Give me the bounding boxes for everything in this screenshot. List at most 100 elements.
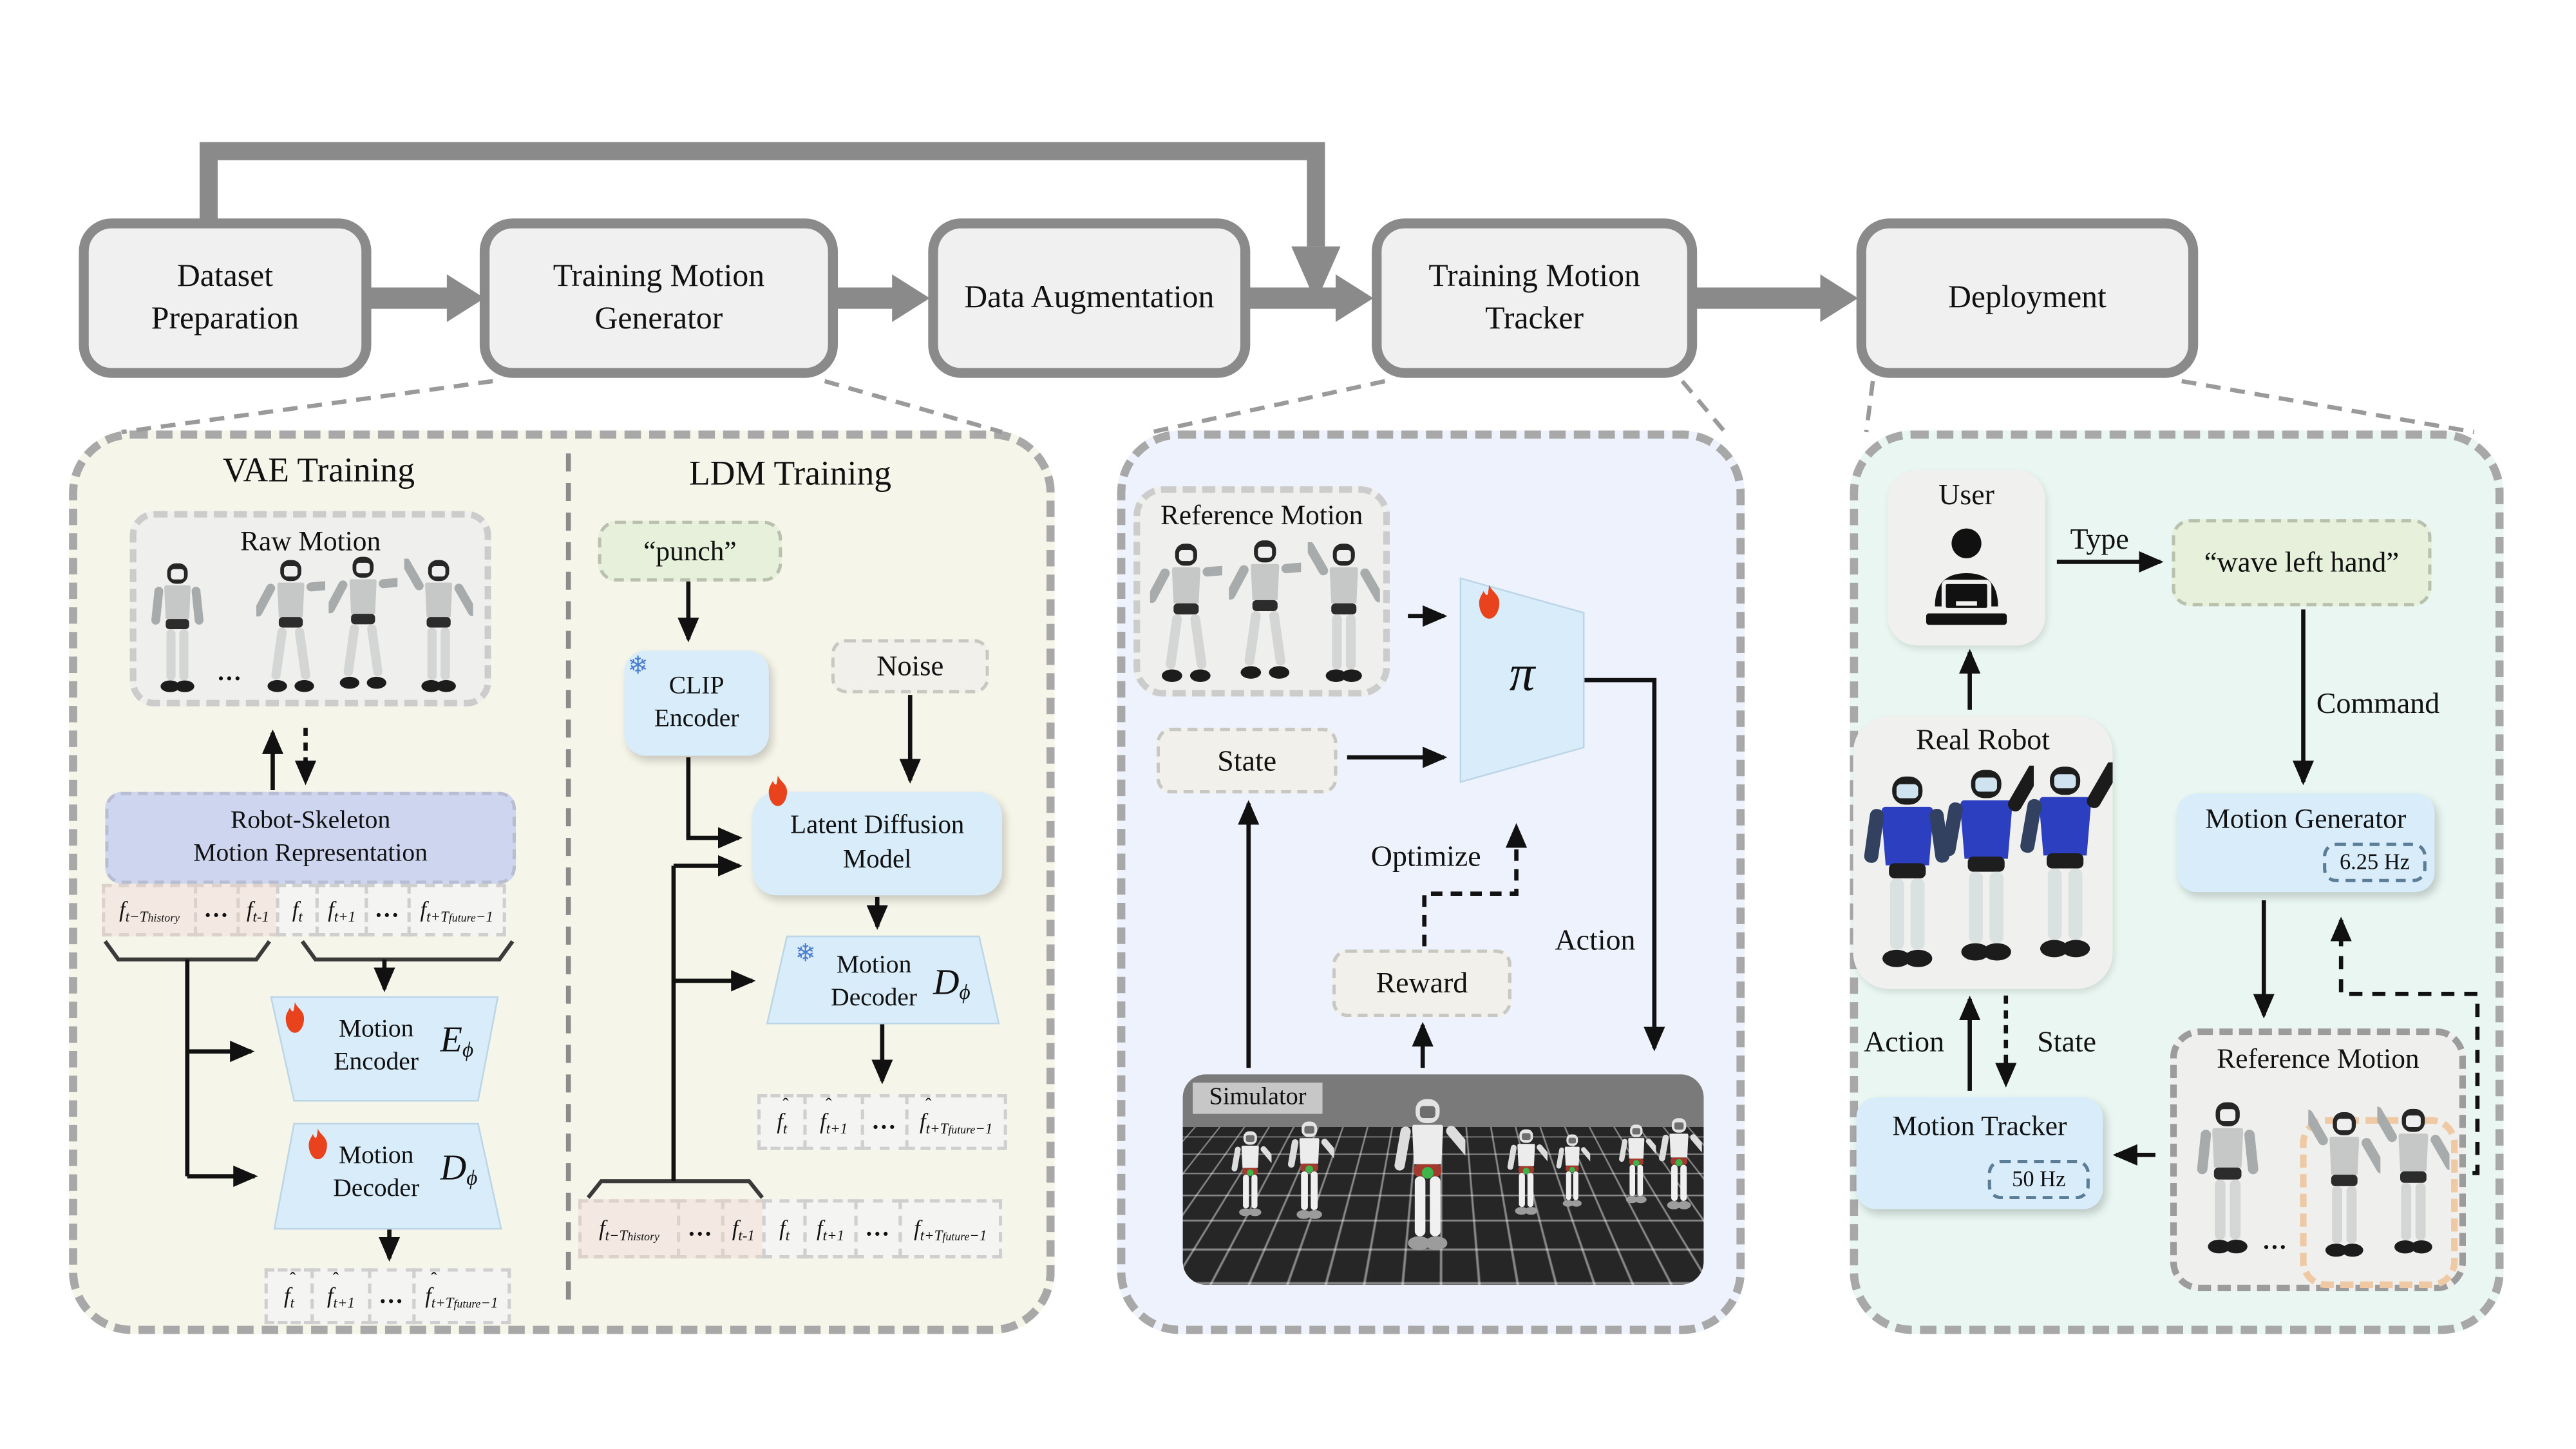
- flow-step-data-augmentation: Data Augmentation: [928, 218, 1251, 378]
- flow-step-deployment: Deployment: [1856, 218, 2199, 378]
- sim-robot: [1390, 1097, 1465, 1255]
- flow-step-label: Dataset Preparation: [151, 259, 299, 336]
- robot-figure: [2377, 1104, 2449, 1262]
- user-person-icon: [1914, 519, 2019, 634]
- flow-step-label: Deployment: [1947, 280, 2107, 315]
- robot-figure: [404, 558, 473, 696]
- robot-figure: [1308, 542, 1380, 687]
- frame-cell: ft−Thistory: [578, 1199, 681, 1259]
- command-label: Command: [2316, 687, 2440, 720]
- real-robot-label: Real Robot: [1916, 723, 2050, 756]
- policy-pi-label: π: [1509, 643, 1535, 702]
- fire-icon: [305, 1129, 330, 1160]
- robot-figure: [328, 555, 397, 693]
- decoder-symbol: Dϕ: [440, 1146, 478, 1189]
- flow-step-training-motion-tracker: Training Motion Tracker: [1372, 218, 1698, 378]
- ldm-motion-decoder-label: Motion Decoder: [808, 949, 940, 1014]
- encoder-line2: Encoder: [334, 1048, 419, 1076]
- robot-figure: [1150, 542, 1222, 687]
- frame-cell: ft+1: [315, 884, 368, 937]
- punch-prompt-box: “punch”: [598, 520, 782, 582]
- deploy-reference-motion-label: Reference Motion: [2217, 1043, 2420, 1075]
- clip-line1: CLIP: [668, 672, 724, 700]
- fire-icon: [1475, 585, 1503, 620]
- frame-cell: …: [194, 884, 240, 937]
- flow-step-label: Training Motion Generator: [553, 259, 765, 336]
- wave-left-hand-box: “wave left hand”: [2172, 519, 2432, 607]
- robot-figure: [256, 558, 325, 696]
- noise-box: Noise: [831, 639, 989, 694]
- raw-motion-label: Raw Motion: [240, 526, 381, 557]
- skeleton-label-line1: Robot-Skeleton: [231, 806, 391, 835]
- optimize-label: Optimize: [1370, 839, 1481, 873]
- ldm-training-title: LDM Training: [688, 453, 892, 493]
- frame-cell: ft: [762, 1199, 807, 1259]
- robot-figure: [144, 562, 210, 696]
- sim-robot: [1229, 1130, 1271, 1219]
- reward-box: Reward: [1332, 949, 1511, 1018]
- flow-step-dataset-preparation: Dataset Preparation: [79, 218, 372, 378]
- skeleton-label-line2: Motion Representation: [193, 839, 428, 867]
- reference-motion-label: Reference Motion: [1160, 499, 1363, 531]
- clip-encoder-box: CLIP Encoder: [624, 650, 769, 756]
- panel-callout-lines: [121, 379, 2475, 435]
- flow-step-label: Data Augmentation: [964, 280, 1215, 315]
- ldm-line1: Latent Diffusion: [790, 811, 965, 839]
- fire-icon: [766, 775, 790, 806]
- ellipsis: …: [216, 660, 243, 687]
- robot-figure: [2308, 1107, 2380, 1265]
- deploy-action-label: Action: [1864, 1025, 1945, 1058]
- real-robot-box: Real Robot: [1853, 716, 2113, 989]
- decoder-line1: Motion: [836, 951, 912, 980]
- sim-robot: [1554, 1133, 1590, 1209]
- motion-generator-label: Motion Generator: [2205, 803, 2407, 835]
- frame-cell: …: [860, 1094, 909, 1150]
- robot-skeleton-representation-box: Robot-Skeleton Motion Representation: [105, 791, 516, 884]
- sim-robot: [1505, 1127, 1548, 1219]
- frame-cell: …: [677, 1199, 724, 1259]
- encoder-line1: Motion: [338, 1015, 414, 1043]
- frame-cell: …: [365, 884, 411, 937]
- motion-tracker-box: Motion Tracker 50 Hz: [1856, 1097, 2103, 1209]
- sim-robot: [1616, 1124, 1656, 1206]
- simulator-label: Simulator: [1193, 1083, 1323, 1114]
- deploy-state-label: State: [2037, 1025, 2097, 1058]
- motion-encoder-label: Motion Encoder: [305, 1014, 446, 1079]
- flow-step-training-motion-generator: Training Motion Generator: [479, 218, 838, 378]
- frame-cell: ft−Thistory: [102, 884, 198, 937]
- frame-cell: …: [368, 1268, 416, 1325]
- sim-robot: [1656, 1117, 1701, 1213]
- clip-line2: Encoder: [654, 705, 739, 733]
- frame-cell: ft: [276, 884, 319, 937]
- snowflake-icon: ❄: [795, 941, 816, 968]
- robot-figure: [2190, 1097, 2265, 1262]
- user-label: User: [1938, 478, 1994, 511]
- deploy-reference-motion-box: Reference Motion …: [2170, 1028, 2467, 1292]
- motion-tracker-label: Motion Tracker: [1892, 1110, 2067, 1142]
- frame-cell: ft-1: [721, 1199, 766, 1259]
- frame-cell: ft+1: [803, 1199, 858, 1259]
- decoder-line1: Motion: [338, 1141, 414, 1170]
- real-robot-figure: [2018, 762, 2113, 966]
- sim-robot: [1285, 1121, 1334, 1222]
- action-label: Action: [1555, 923, 1636, 956]
- decoder-line2: Decoder: [831, 983, 918, 1012]
- state-box: State: [1156, 728, 1338, 794]
- frame-cell: ft+Tfuture−1: [898, 1199, 1003, 1259]
- snowflake-icon: ❄: [627, 654, 649, 681]
- ldm-decoder-symbol: Dϕ: [933, 961, 971, 1004]
- decoder-line2: Decoder: [333, 1174, 420, 1202]
- fire-icon: [283, 1002, 307, 1033]
- tracker-rate-badge: 50 Hz: [1987, 1160, 2090, 1200]
- motion-generator-box: Motion Generator 6.25 Hz: [2177, 793, 2435, 893]
